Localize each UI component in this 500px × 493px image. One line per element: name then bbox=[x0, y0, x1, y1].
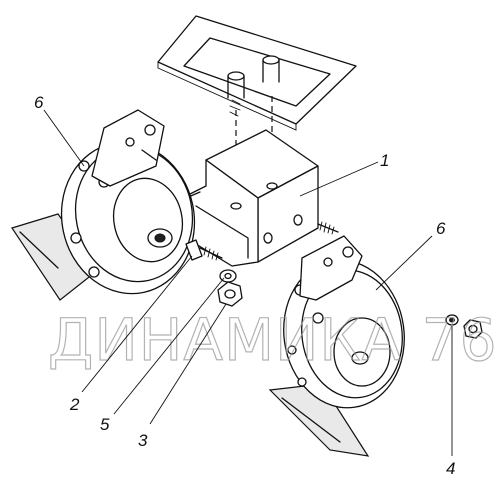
bolt-part bbox=[185, 239, 223, 261]
callout-4: 4 bbox=[446, 459, 455, 478]
leader-5 bbox=[113, 277, 225, 415]
washer-nut-set bbox=[445, 314, 483, 339]
horn-left bbox=[11, 109, 196, 301]
leader-6-right bbox=[375, 235, 433, 291]
horn-right bbox=[268, 235, 405, 457]
callout-6-left: 6 bbox=[34, 93, 44, 112]
callout-5: 5 bbox=[100, 415, 110, 434]
leader-1 bbox=[299, 161, 379, 197]
leader-6-left bbox=[43, 109, 85, 167]
leader-3 bbox=[149, 303, 227, 425]
leader-2 bbox=[81, 255, 193, 393]
watermark-text: ДИНАМИКА 76 bbox=[48, 306, 498, 374]
callout-2: 2 bbox=[69, 395, 80, 414]
horn-bracket bbox=[185, 129, 339, 267]
callout-1: 1 bbox=[380, 151, 389, 170]
mounting-plate bbox=[157, 15, 357, 131]
callout-3: 3 bbox=[138, 431, 148, 450]
nut-part bbox=[217, 281, 243, 307]
callout-6-right: 6 bbox=[436, 219, 446, 238]
